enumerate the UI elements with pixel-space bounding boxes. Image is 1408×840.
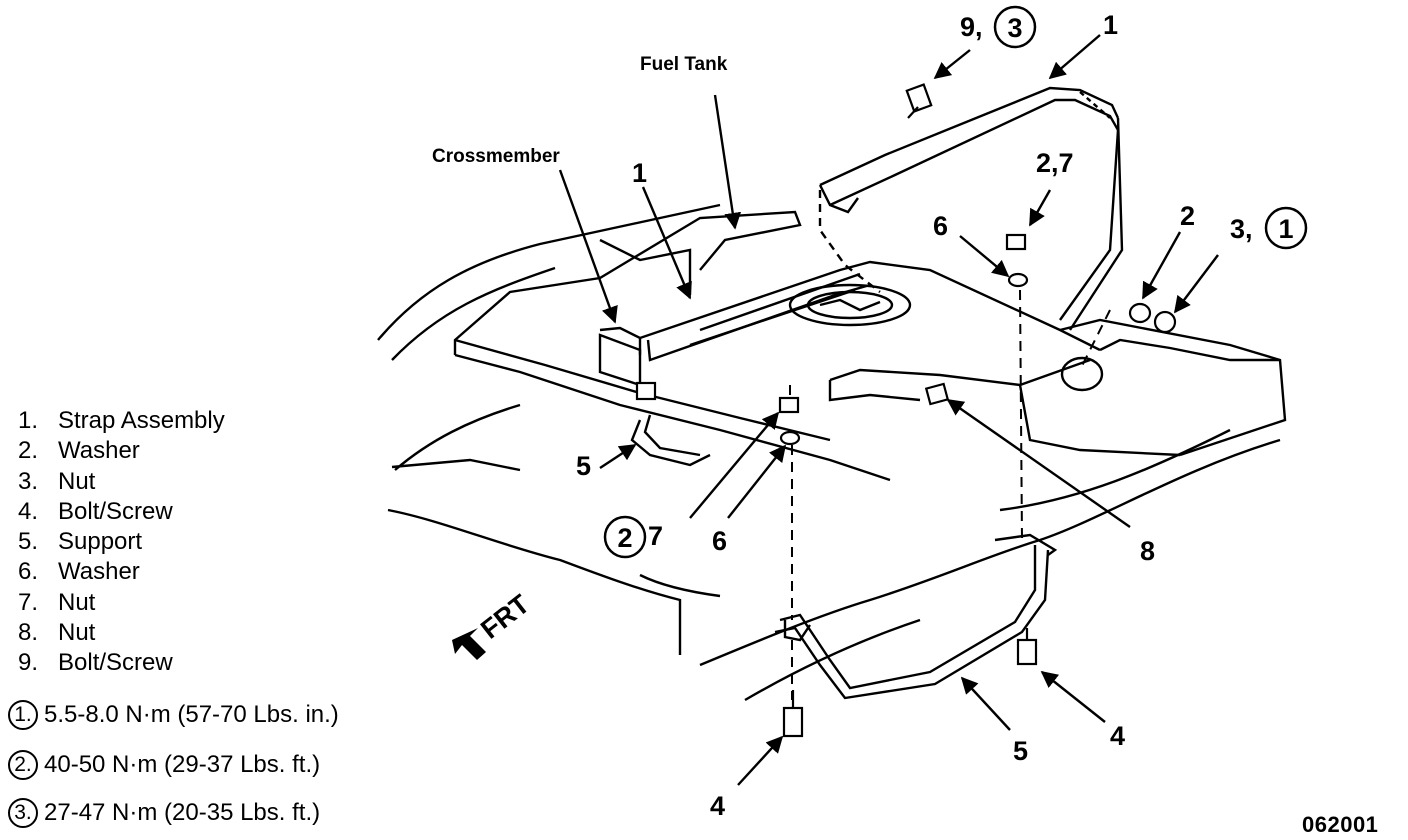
front-direction-indicator: FRT <box>452 588 535 660</box>
front-label: FRT <box>475 588 535 644</box>
fuel-tank <box>453 210 1287 482</box>
legend-item: 2.Washer <box>18 437 140 465</box>
strap-assembly-top <box>818 86 1124 331</box>
torque-spec-marker: 2. <box>8 750 38 780</box>
callout-washer-right: 2 <box>1180 201 1195 231</box>
callout-top-bolt-circle <box>993 5 1037 49</box>
nut-right-icon <box>1153 310 1177 334</box>
torque-spec: 2.40-50 N·m (29-37 Lbs. ft.) <box>8 750 320 780</box>
callout-top-bolt: 9, <box>960 12 983 42</box>
torque-spec-text: 27-47 N·m (20-35 Lbs. ft.) <box>44 799 321 826</box>
front-arrow-icon <box>452 628 486 660</box>
torque-spec-marker: 3. <box>8 798 38 828</box>
callout-strap-mid: 1 <box>632 158 647 188</box>
fuel-tank-label: Fuel Tank <box>640 54 728 75</box>
nut-lower-icon <box>778 396 800 414</box>
crossmember-label: Crossmember <box>432 146 560 167</box>
callout-nut-eight: 8 <box>1140 536 1155 566</box>
callout-nut-right-circle-text: 1 <box>1278 214 1293 244</box>
callout-strap-top: 1 <box>1103 10 1118 40</box>
callout-washer-lower: 6 <box>712 526 727 556</box>
legend-item: 5.Support <box>18 528 143 556</box>
callout-support-right: 5 <box>1013 736 1028 766</box>
leader-lines <box>558 34 1219 786</box>
callout-nut-right-circle <box>1264 206 1308 250</box>
alignment-lines <box>789 289 1111 700</box>
legend-item: 7.Nut <box>18 588 96 616</box>
callout-bolt-right: 4 <box>1110 721 1125 751</box>
callout-bolt-left: 4 <box>710 791 725 821</box>
legend-item: 1.Strap Assembly <box>18 407 225 434</box>
callout-washer-upper: 6 <box>933 211 948 241</box>
callout-nut-right: 3, <box>1230 214 1253 244</box>
washer-lower-icon <box>779 430 801 446</box>
callout-top-bolt-circle-text: 3 <box>1007 13 1022 43</box>
torque-spec-marker: 1. <box>8 700 38 730</box>
parts-legend: 1.Strap Assembly 2.Washer 3.Nut 4.Bolt/S… <box>18 406 225 679</box>
torque-spec-text: 5.5-8.0 N·m (57-70 Lbs. in.) <box>44 701 339 728</box>
washer-right-icon <box>1128 302 1152 324</box>
bolt-9-icon <box>905 83 933 119</box>
washer-upper-icon <box>1007 272 1029 288</box>
callout-support-left: 5 <box>576 451 591 481</box>
torque-spec: 1.5.5-8.0 N·m (57-70 Lbs. in.) <box>8 700 339 730</box>
legend-item: 3.Nut <box>18 467 96 495</box>
bolt-right-icon <box>1016 628 1038 666</box>
nut-8-icon <box>924 382 950 406</box>
torque-spec-text: 40-50 N·m (29-37 Lbs. ft.) <box>44 751 321 778</box>
callout-nut-lower-circle-text: 2 <box>617 523 632 553</box>
callout-nut-lower-circle <box>603 515 647 559</box>
legend-item: 9.Bolt/Screw <box>18 649 173 677</box>
hardware <box>635 83 1177 738</box>
figure-id: 062001 <box>1302 812 1379 837</box>
torque-spec: 3.27-47 N·m (20-35 Lbs. ft.) <box>8 798 320 828</box>
callout-nut-washer-upper: 2,7 <box>1036 148 1074 178</box>
legend-item: 8.Nut <box>18 619 96 647</box>
legend-item: 4.Bolt/Screw <box>18 497 173 525</box>
callout-nut-lower: 7 <box>648 521 663 551</box>
legend-item: 6.Washer <box>18 558 140 586</box>
support-straps <box>630 414 1058 700</box>
nut-left-icon <box>635 381 657 401</box>
vehicle-frame <box>377 203 1281 702</box>
nut-upper-icon <box>1005 233 1027 251</box>
